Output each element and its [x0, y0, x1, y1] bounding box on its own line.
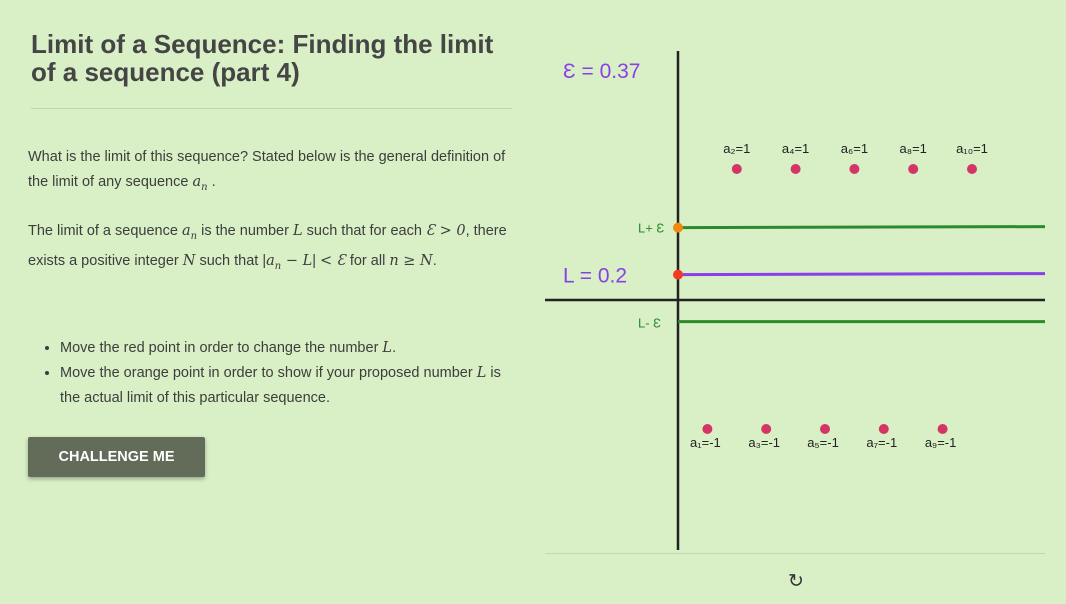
limit-handle-red-point[interactable] [673, 269, 683, 280]
sequence-point [702, 424, 713, 434]
text-segment: for all [345, 252, 390, 269]
instruction-list: Move the red point in order to change th… [28, 336, 520, 411]
text-segment: What is the limit of this sequence? Stat… [28, 149, 506, 190]
text-segment: . [207, 174, 216, 190]
instruction-item: Move the orange point in order to show i… [60, 361, 520, 411]
math-text: n [190, 230, 198, 242]
math-text: N [182, 252, 196, 269]
math-text: Ɛ > 0 [425, 223, 466, 239]
text-segment: such that for each [302, 223, 426, 239]
text-segment: such that | [195, 252, 267, 269]
definition-text: The limit of a sequence an is the number… [28, 219, 518, 279]
text-segment: The limit of a sequence [28, 223, 182, 239]
math-text: n [274, 260, 282, 272]
sequence-point [937, 424, 948, 434]
text-segment: | [312, 252, 321, 269]
sequence-point-label: a₁=-1 [690, 435, 721, 450]
math-text: − L [281, 252, 313, 269]
epsilon-value-label: Ɛ = 0.37 [563, 60, 641, 83]
sequence-point-label: a₅=-1 [807, 435, 839, 450]
text-segment: . [432, 252, 437, 269]
sequence-point [878, 424, 889, 434]
sequence-point [820, 424, 830, 434]
math-text: < Ɛ [320, 252, 346, 269]
math-text: L [292, 223, 303, 239]
math-text: L [476, 365, 487, 381]
instruction-item: Move the red point in order to change th… [60, 336, 520, 361]
text-segment: , there exists a positive integer [28, 223, 507, 269]
sequence-point-label: a₆=1 [841, 141, 868, 156]
math-text: a [266, 252, 275, 269]
limit-value-label: L = 0.2 [563, 265, 627, 288]
upper-bound-line [677, 225, 1046, 230]
intro-text: What is the limit of this sequence? Stat… [28, 145, 518, 200]
sequence-point [731, 164, 742, 174]
epsilon-handle-orange-point[interactable] [673, 222, 683, 233]
sequence-point-label: a₂=1 [723, 141, 750, 156]
upper-bound-label: L+ Ɛ [638, 221, 664, 236]
sequence-point [908, 164, 919, 174]
sequence-point-label: a₃=-1 [748, 435, 780, 450]
sequence-point-label: a₉=-1 [925, 435, 957, 450]
math-text: L [382, 340, 393, 356]
sequence-point [761, 424, 772, 434]
math-text: a [192, 174, 202, 190]
sequence-point-label: a₁₀=1 [956, 141, 988, 156]
text-segment: is the actual limit of this particular s… [60, 365, 501, 406]
page-title: Limit of a Sequence: Finding the limit o… [31, 29, 494, 87]
sequence-point-label: a₇=-1 [866, 435, 897, 450]
sequence-point [790, 164, 801, 174]
divider [31, 108, 512, 109]
math-text: n ≥ N [389, 252, 433, 269]
sequence-point [849, 164, 860, 174]
text-segment: Move the orange point in order to show i… [60, 365, 477, 381]
footer-divider [545, 553, 1045, 554]
math-text: a [181, 223, 191, 239]
limit-line [677, 272, 1046, 277]
sequence-point-label: a₈=1 [899, 141, 926, 156]
text-segment: is the number [197, 223, 293, 239]
lower-bound-label: L- Ɛ [638, 316, 661, 331]
sequence-point [967, 164, 977, 174]
text-segment: Move the red point in order to change th… [60, 340, 383, 356]
challenge-me-button[interactable]: CHALLENGE ME [28, 437, 205, 477]
sequence-point-label: a₄=1 [782, 141, 809, 156]
text-segment: . [392, 340, 397, 356]
refresh-icon[interactable]: ↻ [788, 571, 804, 592]
math-text: n [201, 181, 208, 193]
